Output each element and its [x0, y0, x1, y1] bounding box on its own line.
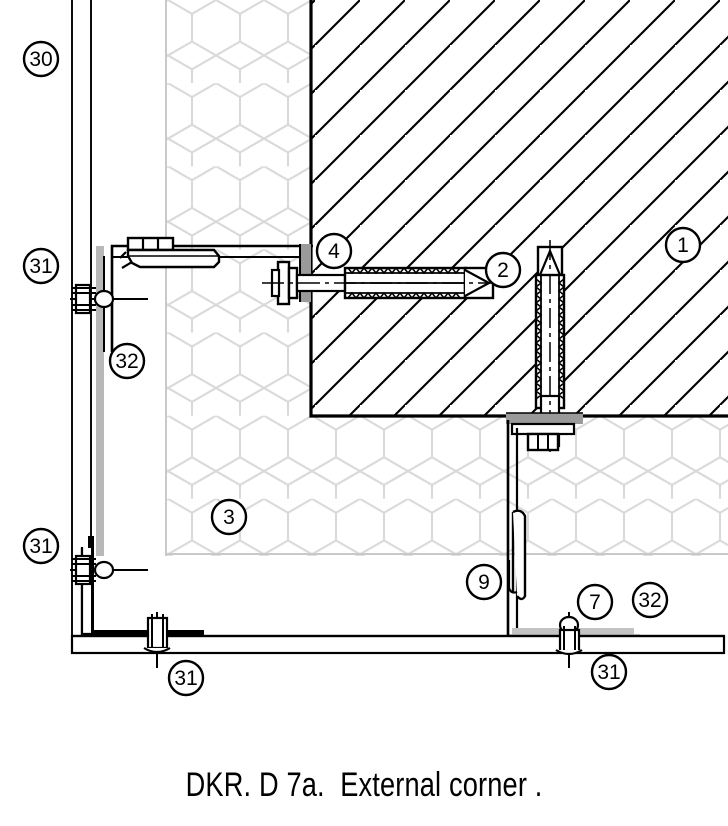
callout-circle [22, 40, 60, 78]
callout-32-upper: 32 [108, 342, 146, 380]
callout-31-upper-left: 31 [22, 247, 60, 285]
vertical-cladding-panel [71, 0, 92, 640]
horizontal-expansion-anchor [262, 260, 508, 306]
soffit-rivet-right [555, 612, 583, 668]
panel-rivet-lower [70, 554, 148, 586]
hanger-clip [507, 509, 527, 601]
callout-31-bottom-right: 31 [590, 653, 628, 691]
callout-circle [108, 342, 146, 380]
callout-label: 3 [223, 506, 235, 529]
callout-label: 4 [328, 240, 340, 263]
callout-label: 32 [638, 589, 661, 612]
callout-label: 9 [478, 571, 490, 594]
callout-30: 30 [22, 40, 60, 78]
callout-32-lower: 32 [631, 581, 669, 619]
soffit-cladding-panel [70, 634, 726, 655]
callout-label: 31 [29, 535, 52, 558]
callout-circle [315, 232, 353, 270]
drawing-caption: DKR. D 7a. External corner . [0, 745, 728, 826]
caption-text: DKR. D 7a. External corner . [185, 766, 543, 804]
callout-label: 7 [589, 591, 601, 614]
callout-9: 9 [465, 563, 503, 601]
callout-label: 31 [597, 661, 620, 684]
callout-3: 3 [210, 498, 248, 536]
callout-label: 30 [29, 48, 52, 71]
callout-circle [631, 581, 669, 619]
callout-circle [210, 498, 248, 536]
callout-label: 32 [115, 350, 138, 373]
callout-label: 1 [677, 234, 689, 257]
callout-circle [484, 251, 522, 289]
callout-4: 4 [315, 232, 353, 270]
callout-label: 31 [174, 667, 197, 690]
concrete-structure [309, 0, 728, 418]
callout-circle [590, 653, 628, 691]
panel-rivet-upper [70, 283, 148, 315]
callout-circle [167, 659, 205, 697]
callout-circle [22, 247, 60, 285]
callout-circle [576, 583, 614, 621]
callout-label: 2 [497, 259, 509, 282]
soffit-rivet-left [143, 612, 171, 668]
technical-detail-drawing: 30 31 32 4 2 1 3 31 9 7 32 31 31 [22, 0, 728, 697]
callout-circle [22, 527, 60, 565]
vertical-expansion-anchor [506, 240, 583, 452]
callout-label: 31 [29, 255, 52, 278]
callout-1: 1 [664, 226, 702, 264]
callout-2: 2 [484, 251, 522, 289]
callout-circle [465, 563, 503, 601]
callout-bubbles: 30 31 32 4 2 1 3 31 9 7 32 31 31 [22, 40, 702, 697]
upper-support-bracket [96, 236, 313, 556]
callout-31-bottom-left: 31 [167, 659, 205, 697]
callout-7: 7 [576, 583, 614, 621]
bracket-fixing-screw [119, 236, 221, 269]
callout-circle [664, 226, 702, 264]
callout-31-lower-left: 31 [22, 527, 60, 565]
